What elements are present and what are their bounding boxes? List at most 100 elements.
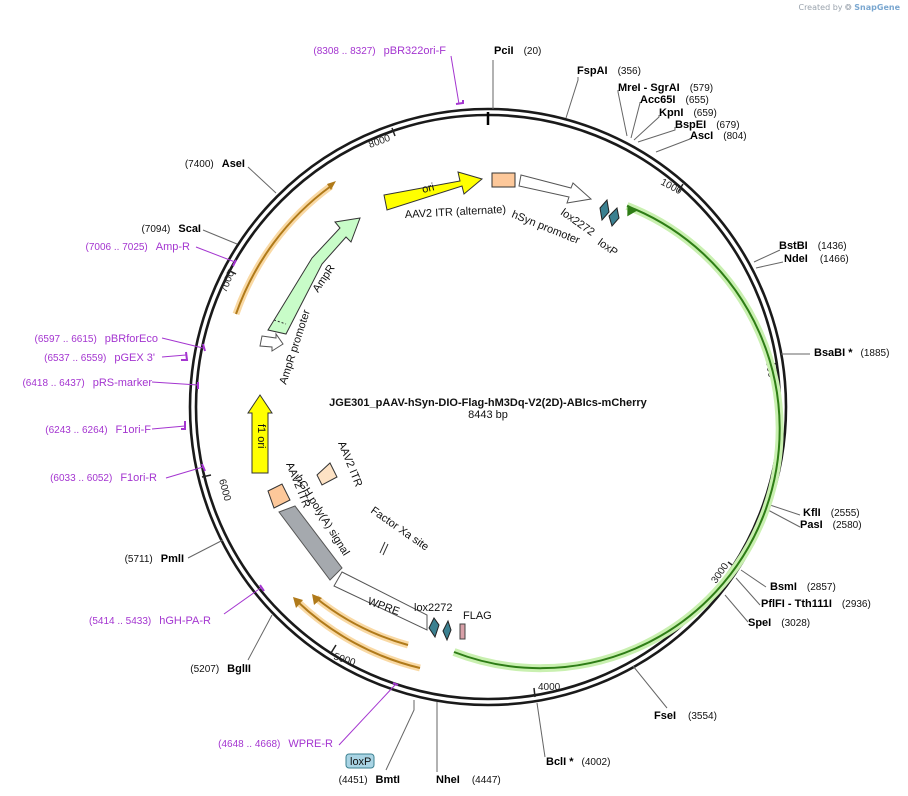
f1-ori-arrow[interactable] — [247, 394, 273, 474]
site-asci[interactable]: AscI(804) — [690, 130, 747, 142]
site-asei-pos: (7400) — [185, 159, 214, 170]
primer-pgex-name: pGEX 3' — [114, 352, 155, 364]
site-ndei[interactable]: NdeI(1466) — [784, 253, 849, 265]
primer-f1ori-f-range: (6243 .. 6264) — [45, 425, 107, 436]
primer-pbrforeco[interactable]: (6597 .. 6615)pBRforEco — [35, 333, 158, 345]
primer-labels[interactable]: (8308 .. 8327)pBR322ori-F (7006 .. 7025)… — [22, 45, 446, 750]
ampr-arrow[interactable] — [267, 217, 361, 335]
site-spei[interactable]: SpeI(3028) — [748, 617, 810, 629]
site-bspei-pos: (679) — [716, 120, 739, 131]
site-tth111i-name: Tth111I — [795, 598, 832, 610]
lox2272-bottom-mark[interactable] — [428, 617, 440, 639]
primer-amp-r[interactable]: (7006 .. 7025)Amp-R — [86, 241, 191, 253]
site-scai-pos: (7094) — [141, 224, 170, 235]
site-bmti[interactable]: (4451)BmtI — [339, 774, 400, 786]
site-pflfi-pos: (2936) — [842, 599, 871, 610]
aav2-itr-alternate-box[interactable] — [491, 172, 516, 188]
aav2-itr-inner-box[interactable] — [316, 462, 338, 486]
flag-box[interactable] — [459, 623, 466, 640]
site-fspai-pos: (356) — [618, 66, 641, 77]
site-pmli[interactable]: (5711)PmlI — [125, 553, 184, 565]
primer-pgex[interactable]: (6537 .. 6559)pGEX 3' — [44, 352, 155, 364]
green-arc-line — [453, 205, 781, 670]
tick-mark-6000 — [201, 474, 212, 478]
site-nhei-pos: (4447) — [472, 775, 501, 786]
leader-bspei — [637, 127, 676, 143]
site-bstbi[interactable]: BstBI(1436) — [779, 240, 847, 252]
orange-arc-inner-arrowhead — [312, 594, 322, 605]
restriction-sites-left[interactable]: (4451)BmtI (5207)BglII (5711)PmlI (7094)… — [125, 158, 400, 786]
site-bsmi[interactable]: BsmI(2857) — [770, 581, 836, 593]
loxp-bottom-mark[interactable] — [442, 619, 452, 642]
site-pcii[interactable]: PciI(20) — [494, 45, 541, 57]
leader-fsei — [632, 665, 668, 709]
hsyn-promoter-arrow[interactable] — [518, 174, 593, 204]
site-pflfi-tth111i[interactable]: PflFI - Tth111I (2936) — [761, 598, 871, 610]
site-bspei-name: BspEI — [675, 119, 706, 131]
primer-wpre-r-range: (4648 .. 4668) — [218, 739, 280, 750]
tick-mark-4000 — [533, 687, 536, 698]
credit-brand: SnapGene — [854, 3, 900, 12]
tick-mark-8000 — [391, 127, 396, 137]
primer-wpre-r[interactable]: (4648 .. 4668)WPRE-R — [218, 738, 333, 750]
wpre-box[interactable] — [333, 571, 428, 631]
leader-primer-pbrforeco — [161, 337, 204, 349]
site-scai[interactable]: (7094)ScaI — [141, 223, 201, 235]
primer-f1ori-f[interactable]: (6243 .. 6264)F1ori-F — [45, 424, 151, 436]
leader-primer-f1ori-f — [151, 425, 186, 430]
loxp-callout-box[interactable] — [345, 753, 375, 769]
site-mrei-sep: - — [641, 82, 651, 94]
ori-arrow[interactable] — [383, 171, 484, 211]
primer-hgh-pa-r[interactable]: (5414 .. 5433)hGH-PA-R — [89, 615, 211, 627]
leader-kfli — [769, 504, 801, 516]
site-fsei[interactable]: FseI(3554) — [654, 710, 717, 722]
loxp-top-mark[interactable] — [608, 206, 620, 228]
site-acc65i-pos: (655) — [685, 95, 708, 106]
site-pmli-pos: (5711) — [125, 554, 153, 565]
site-acc65i[interactable]: Acc65I(655) — [640, 94, 709, 106]
site-nhei[interactable]: NheI(4447) — [436, 774, 501, 786]
site-kfli[interactable]: KflI (2555) — [803, 507, 860, 519]
primer-prs-marker-name: pRS-marker — [93, 377, 153, 389]
leader-primer-prs — [151, 381, 199, 386]
site-sgrai-name: SgrAI — [650, 82, 679, 94]
site-bcli[interactable]: BclI *(4002) — [546, 756, 610, 768]
primer-f1ori-r[interactable]: (6033 .. 6052)F1ori-R — [50, 472, 157, 484]
site-pasi[interactable]: PasI(2580) — [800, 519, 862, 531]
orange-arc-bottom-line — [297, 601, 421, 669]
site-kfli-name: KflI — [803, 507, 821, 519]
site-mrei-sgrai[interactable]: MreI - SgrAI(579) — [618, 82, 713, 94]
ampr-promoter-arrow[interactable] — [259, 332, 284, 352]
tick-label-5000: 5000 — [332, 651, 357, 668]
site-kfli-pos: (2555) — [831, 508, 860, 519]
plasmid-length: 8443 bp — [468, 409, 508, 421]
site-pflfi-name: PflFI — [761, 598, 785, 610]
primer-prs-marker[interactable]: (6418 .. 6437)pRS-marker — [22, 377, 152, 389]
site-bsabi[interactable]: BsaBI *(1885) — [814, 347, 889, 359]
site-bspei[interactable]: BspEI (679) — [675, 119, 740, 131]
leader-bglii — [247, 614, 273, 661]
hgh-polya-box[interactable] — [278, 505, 343, 581]
site-fspai[interactable]: FspAI(356) — [577, 65, 641, 77]
site-bglii[interactable]: (5207)BglII — [190, 663, 251, 675]
leader-primer-pbr322ori — [450, 55, 460, 105]
site-fsei-pos: (3554) — [688, 711, 717, 722]
restriction-sites[interactable]: PciI(20) FspAI(356) MreI - SgrAI(579) Ac… — [436, 45, 889, 786]
site-bsabi-star: * — [845, 347, 853, 359]
primer-pbr322ori-f[interactable]: (8308 .. 8327)pBR322ori-F — [313, 45, 446, 57]
leader-acc65i — [630, 102, 641, 139]
aav2-itr-outer-box[interactable] — [267, 483, 291, 509]
site-kpni[interactable]: KpnI(659) — [659, 107, 717, 119]
site-pasi-pos: (2580) — [833, 520, 862, 531]
site-pcii-pos: (20) — [524, 46, 542, 57]
site-kpni-pos: (659) — [693, 108, 716, 119]
primer-mark-f1ori-r — [201, 463, 206, 472]
leader-bstbi — [753, 249, 781, 263]
leader-mrei — [617, 90, 628, 137]
site-pflfi-sep: - — [785, 598, 795, 610]
site-ndei-pos: (1466) — [820, 254, 849, 265]
orange-arc-left-line — [235, 185, 332, 315]
lox2272-top-mark[interactable] — [599, 198, 610, 222]
site-asei[interactable]: (7400)AseI — [185, 158, 245, 170]
